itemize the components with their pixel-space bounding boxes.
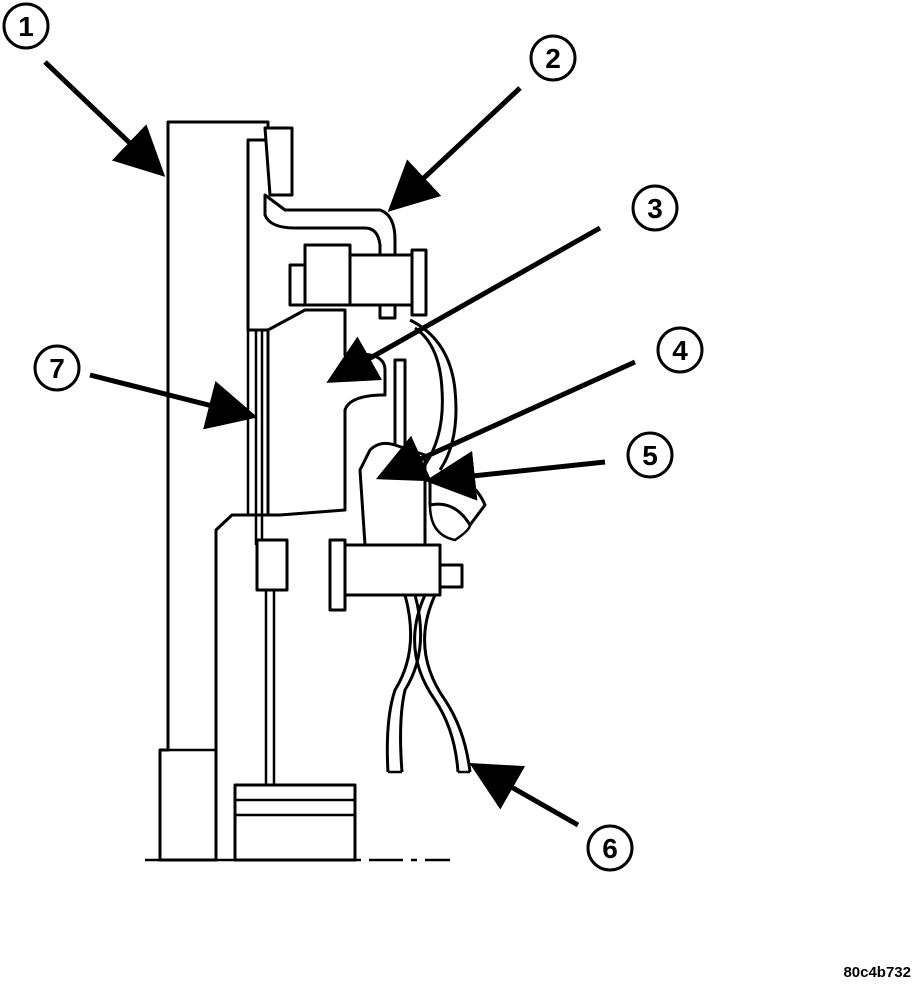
- callout-label: 4: [672, 335, 688, 366]
- callout-label: 6: [602, 833, 618, 864]
- callout-7: 7: [33, 344, 81, 392]
- callout-6: 6: [586, 824, 634, 872]
- callout-3: 3: [631, 184, 679, 232]
- clip: [428, 476, 487, 542]
- rod: [254, 330, 289, 785]
- callout-5: 5: [626, 431, 674, 479]
- leader-1: [43, 60, 166, 177]
- leader-6: [469, 763, 580, 828]
- leader-3: [326, 225, 602, 383]
- callout-label: 1: [18, 11, 34, 42]
- leader-2: [387, 86, 522, 212]
- callout-4: 4: [656, 326, 704, 374]
- base-block: [233, 783, 357, 862]
- leader-7: [89, 372, 258, 430]
- leader-5: [425, 450, 606, 501]
- callout-label: 3: [647, 193, 663, 224]
- mounting-plate: [158, 120, 270, 862]
- callout-1: 1: [2, 2, 50, 50]
- callout-label: 5: [642, 440, 658, 471]
- callout-label: 7: [49, 353, 65, 384]
- bracket: [263, 126, 397, 320]
- upper-fastener: [288, 243, 428, 317]
- wire-harness: [385, 318, 472, 774]
- callout-2: 2: [529, 34, 577, 82]
- leader-lines: [43, 60, 637, 828]
- leader-4: [375, 359, 637, 482]
- figure-code: 80c4b732: [843, 964, 911, 981]
- callout-label: 2: [545, 43, 561, 74]
